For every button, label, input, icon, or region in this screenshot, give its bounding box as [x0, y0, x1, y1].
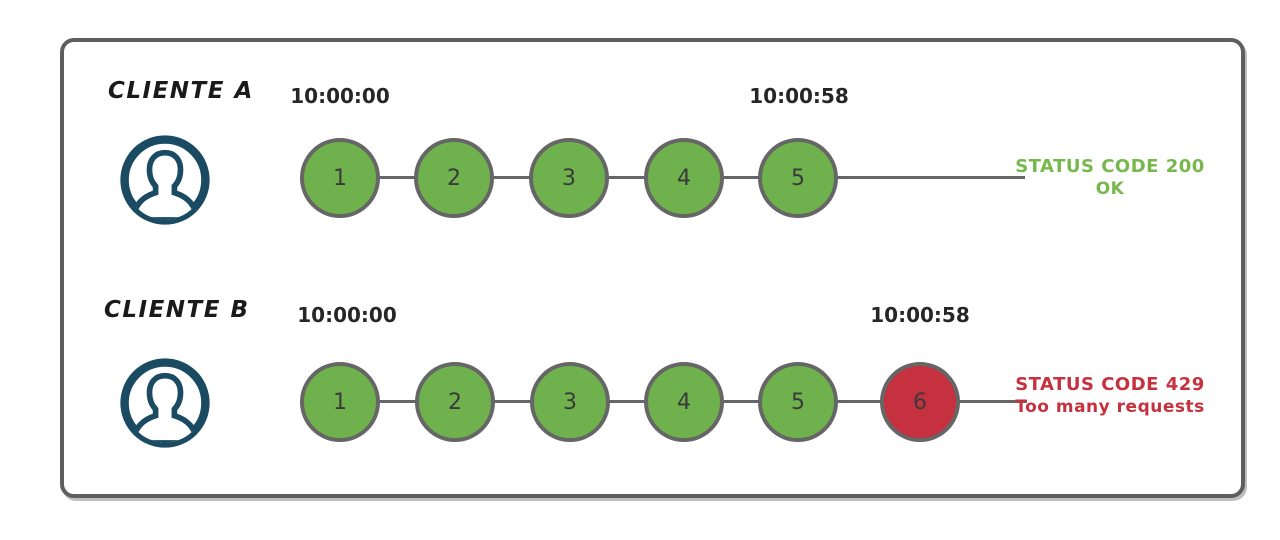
- row-a-status-text: STATUS CODE 200 OK: [1005, 155, 1215, 201]
- client-b-label: CLIENTE B: [104, 297, 250, 323]
- status-message-line: OK: [1095, 179, 1125, 199]
- row-b-status-text: STATUS CODE 429 Too many requests: [1005, 373, 1215, 419]
- request-circle: 2: [414, 138, 494, 218]
- request-circle: 5: [758, 362, 838, 442]
- user-avatar-icon: [120, 135, 210, 225]
- request-circle-rate-limited: 6: [880, 362, 960, 442]
- status-message-line: Too many requests: [1015, 397, 1205, 417]
- row-b-start-timestamp: 10:00:00: [297, 303, 397, 327]
- request-circle: 3: [530, 362, 610, 442]
- request-circle: 1: [300, 138, 380, 218]
- request-circle: 4: [644, 362, 724, 442]
- diagram-frame: [60, 38, 1245, 498]
- request-circle: 5: [758, 138, 838, 218]
- row-a-start-timestamp: 10:00:00: [290, 84, 390, 108]
- request-circle: 4: [644, 138, 724, 218]
- request-circle: 1: [300, 362, 380, 442]
- client-a-label: CLIENTE A: [108, 78, 254, 104]
- request-circle: 2: [415, 362, 495, 442]
- row-a-end-timestamp: 10:00:58: [749, 84, 849, 108]
- status-code-line: STATUS CODE 200: [1015, 156, 1205, 177]
- user-avatar-icon: [120, 358, 210, 448]
- row-b-end-timestamp: 10:00:58: [870, 303, 970, 327]
- status-code-line: STATUS CODE 429: [1015, 374, 1205, 395]
- request-circle: 3: [529, 138, 609, 218]
